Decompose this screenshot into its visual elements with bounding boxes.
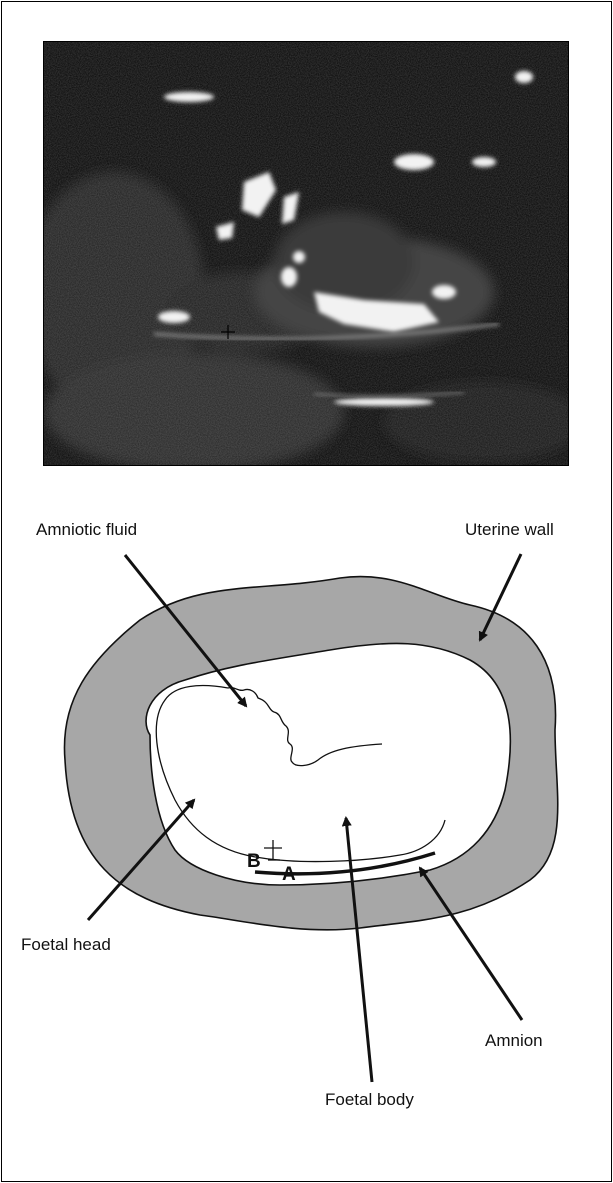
arrow-foetal-body bbox=[346, 818, 372, 1082]
marker-a-label: A bbox=[282, 864, 296, 886]
label-uterine-wall: Uterine wall bbox=[465, 520, 554, 540]
label-foetal-head: Foetal head bbox=[21, 935, 111, 955]
ultrasound-scan bbox=[44, 42, 568, 465]
ultrasound-image bbox=[43, 41, 569, 466]
caliper-marker bbox=[264, 840, 282, 860]
diagram bbox=[0, 470, 613, 1183]
foetal-head-outline bbox=[156, 686, 445, 862]
foetal-outline bbox=[228, 688, 382, 766]
label-amniotic-fluid: Amniotic fluid bbox=[36, 520, 137, 540]
label-amnion: Amnion bbox=[485, 1031, 543, 1051]
label-foetal-body: Foetal body bbox=[325, 1090, 414, 1110]
marker-b-label: B bbox=[247, 851, 261, 873]
